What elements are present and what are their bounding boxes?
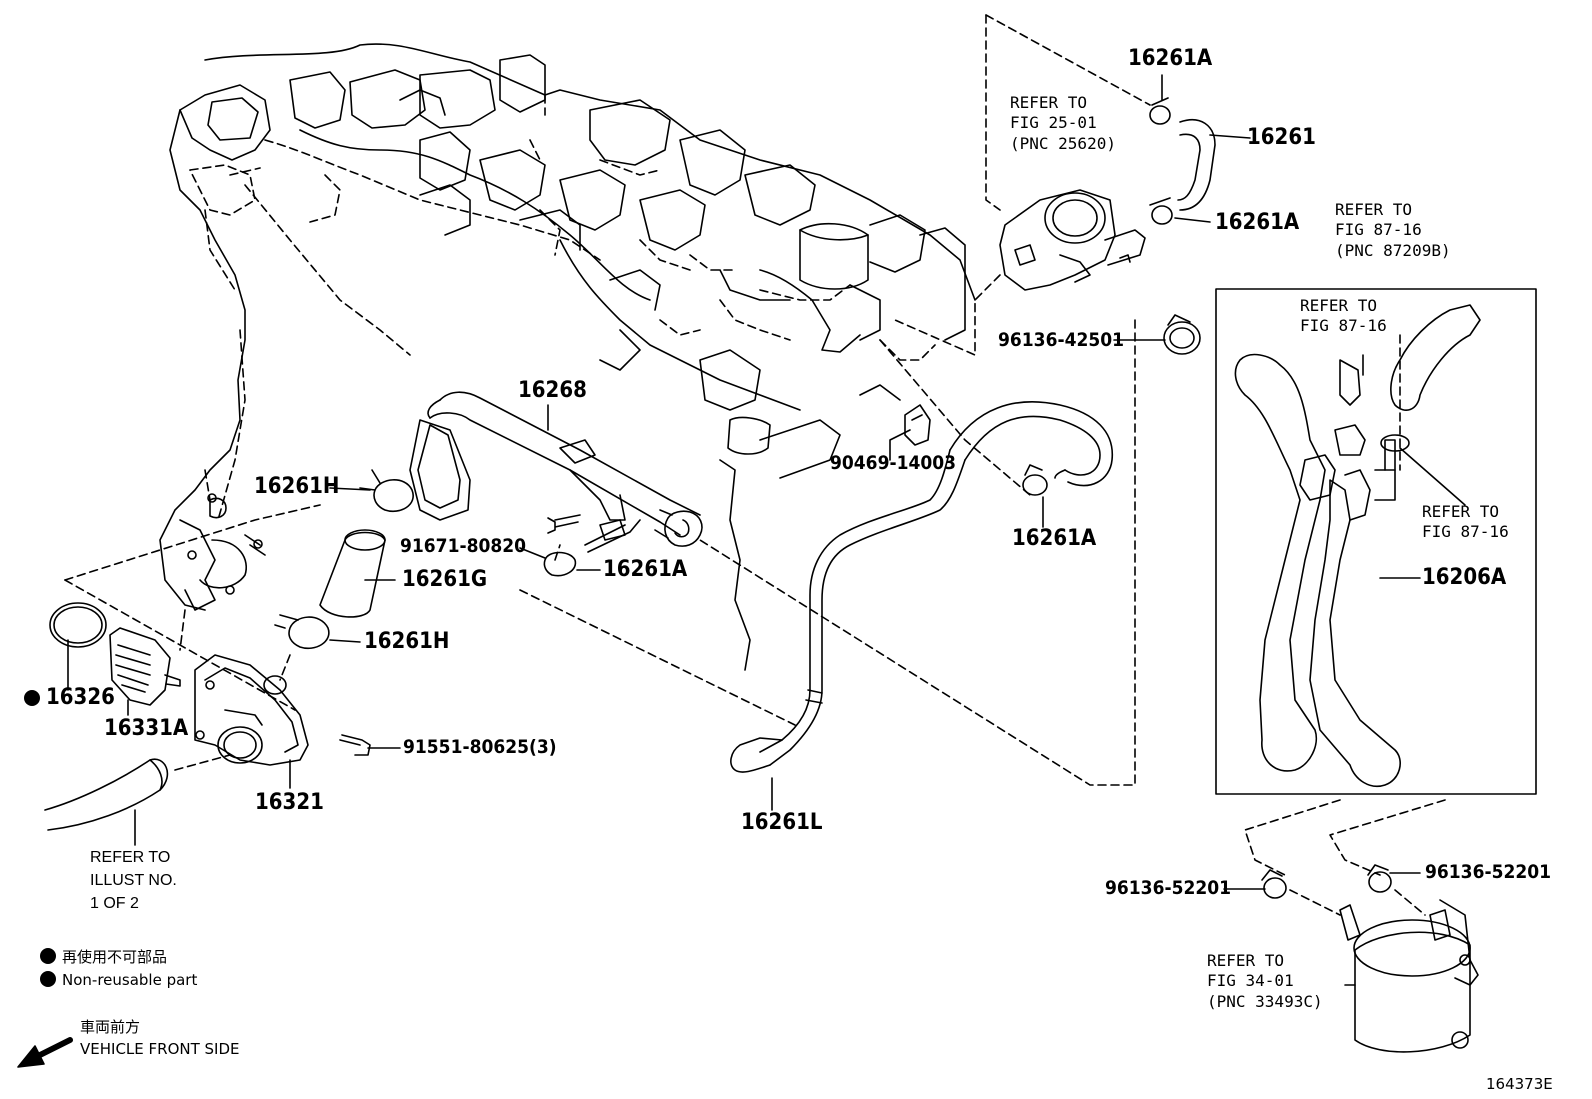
- clamp-96136-42501: [1163, 314, 1201, 355]
- throttle-body: [999, 189, 1146, 291]
- refer-line: (PNC 87209B): [1335, 240, 1451, 260]
- front-direction-arrow: [17, 1037, 73, 1068]
- refer-line: (PNC 25620): [1010, 133, 1116, 153]
- part-label-16261[interactable]: 16261: [1247, 125, 1316, 150]
- refer-line: REFER TO: [1207, 951, 1285, 970]
- part-label-16331A[interactable]: 16331A: [104, 716, 189, 741]
- part-label-96136-52201[interactable]: 96136-52201: [1425, 861, 1552, 883]
- refer-line: ILLUST NO.: [90, 872, 177, 890]
- clamp-16261A-right: [1022, 464, 1048, 496]
- oil-cooler-assembly: [1261, 864, 1479, 1053]
- refer-line: 1 OF 2: [90, 895, 139, 913]
- part-label-96136-52201[interactable]: 96136-52201: [1105, 877, 1232, 899]
- part-label-16261G[interactable]: 16261G: [402, 567, 488, 592]
- refer-line: FIG 87-16: [1335, 220, 1422, 240]
- refer-fig-87-16-inner-left[interactable]: REFER TO FIG 87-16: [1300, 296, 1387, 337]
- non-reusable-dot-icon: [24, 690, 40, 706]
- part-label-96136-42501[interactable]: 96136-42501: [998, 329, 1125, 351]
- part-label-16261A[interactable]: 16261A: [603, 557, 688, 582]
- part-label-91671-80820[interactable]: 91671-80820: [400, 535, 527, 557]
- pipe-16268: [409, 391, 703, 547]
- refer-line: REFER TO: [1010, 93, 1088, 112]
- refer-line: (PNC 33493C): [1207, 991, 1323, 1011]
- refer-fig-87-16-box[interactable]: REFER TO FIG 87-16 (PNC 87209B): [1335, 200, 1451, 261]
- refer-line: FIG 87-16: [1422, 522, 1509, 542]
- leader-lines: [67, 74, 1466, 986]
- figure-id: 164373E: [1486, 1075, 1553, 1093]
- hose-16261: [1149, 97, 1216, 225]
- refer-fig-87-16-inner-right[interactable]: REFER TO FIG 87-16: [1422, 502, 1509, 543]
- part-label-16261H[interactable]: 16261H: [364, 629, 450, 654]
- bullet-dot-icon: [40, 948, 56, 964]
- hose-16261L: [730, 401, 1114, 773]
- refer-line: REFER TO: [1300, 296, 1378, 315]
- refer-fig-34-01[interactable]: REFER TO FIG 34-01 (PNC 33493C): [1207, 951, 1323, 1012]
- legend-front-jp: 車両前方: [80, 1018, 141, 1036]
- refer-line: FIG 87-16: [1300, 316, 1387, 336]
- part-label-16326-text: 16326: [46, 685, 115, 710]
- refer-line: REFER TO: [1422, 502, 1500, 521]
- legend-non-reusable-jp: 再使用不可部品: [40, 946, 167, 967]
- inset-box: [1215, 288, 1537, 795]
- legend-non-reusable-en: Non-reusable part: [40, 971, 197, 989]
- refer-fig-25-01[interactable]: REFER TO FIG 25-01 (PNC 25620): [1010, 93, 1116, 154]
- part-label-16261H[interactable]: 16261H: [254, 474, 340, 499]
- refer-line: FIG 25-01: [1010, 113, 1097, 133]
- part-label-16206A[interactable]: 16206A: [1422, 565, 1507, 590]
- part-label-16268[interactable]: 16268: [518, 378, 587, 403]
- part-label-16321[interactable]: 16321: [255, 790, 324, 815]
- refer-line: REFER TO: [1335, 200, 1413, 219]
- hoses-16206A: [1234, 304, 1481, 787]
- part-label-16326[interactable]: 16326: [24, 687, 115, 709]
- thermostat-assembly: [44, 469, 641, 831]
- engine-outline: [159, 43, 976, 671]
- refer-line: REFER TO: [90, 849, 171, 866]
- refer-line: FIG 34-01: [1207, 971, 1294, 991]
- legend-text: Non-reusable part: [62, 971, 198, 989]
- part-label-91551-80625[interactable]: 91551-80625(3): [403, 736, 557, 758]
- reference-dashed-lines: [64, 14, 1446, 916]
- part-label-16261L[interactable]: 16261L: [741, 810, 823, 835]
- part-label-90469-14003[interactable]: 90469-14003: [830, 452, 957, 474]
- part-label-16261A[interactable]: 16261A: [1128, 46, 1213, 71]
- part-label-16261A[interactable]: 16261A: [1215, 210, 1300, 235]
- engine-hidden-lines: [179, 94, 936, 651]
- bullet-dot-icon: [40, 971, 56, 987]
- refer-illust-1-of-2[interactable]: REFER TO ILLUST NO. 1 OF 2: [90, 846, 177, 916]
- legend-front-en: VEHICLE FRONT SIDE: [80, 1040, 240, 1058]
- bracket-90469-14003: [904, 404, 931, 446]
- legend-text: 再使用不可部品: [62, 948, 168, 966]
- part-label-16261A[interactable]: 16261A: [1012, 526, 1097, 551]
